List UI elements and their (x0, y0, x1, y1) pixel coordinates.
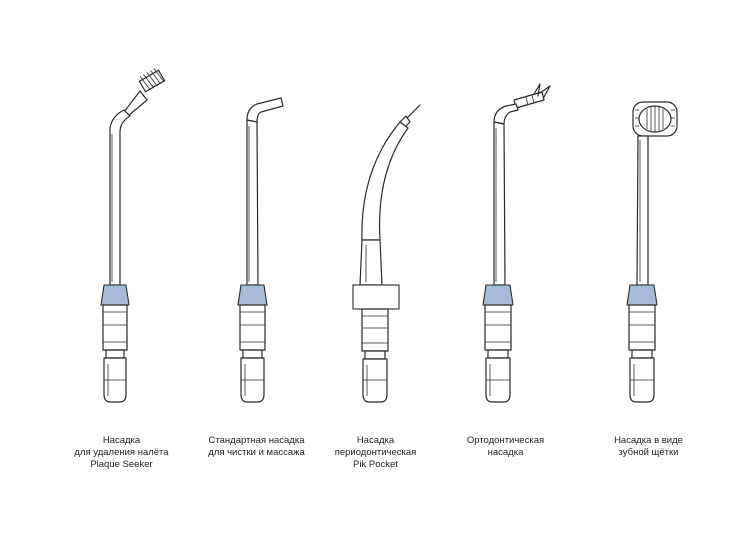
pik-pocket-tip-icon (352, 104, 421, 403)
caption-line: Насадка (356, 435, 395, 446)
caption-line: Насадка (102, 435, 141, 446)
caption-line: Насадка в виде (614, 435, 683, 446)
bristle-brush-icon (138, 68, 166, 93)
toothbrush-caption: Насадка в виде зубной щётки (573, 435, 724, 459)
caption-line: Ортодонтическая (466, 435, 545, 446)
pik-pocket-tip-drawing (300, 60, 451, 440)
caption-line: для чистки и массажа (208, 447, 305, 458)
standard-tip-icon (237, 97, 284, 403)
round-brush-head-icon (632, 101, 678, 137)
plaque-seeker-caption: Насадка для удаления налёта Plaque Seeke… (46, 435, 197, 471)
orthodontic-tip-drawing (430, 60, 581, 440)
caption-line: Pik Pocket (353, 459, 398, 470)
caption-line: для удаления налёта (74, 447, 169, 458)
caption-line: Стандартная насадка (208, 435, 305, 446)
caption-line: Plaque Seeker (90, 459, 153, 470)
toothbrush-tip-drawing (573, 60, 724, 440)
orthodontic-tip-icon (482, 83, 551, 403)
standard-tip-drawing (181, 60, 332, 440)
caption-line: насадка (487, 447, 524, 458)
toothbrush-tip-icon (626, 101, 678, 403)
standard-caption: Стандартная насадка для чистки и массажа (181, 435, 332, 459)
plaque-seeker-tip-icon (100, 68, 166, 403)
caption-line: зубной щётки (618, 447, 679, 458)
pik-pocket-caption: Насадка периодонтическая Pik Pocket (300, 435, 451, 471)
caption-line: периодонтическая (334, 447, 417, 458)
tufted-brush-icon (513, 83, 551, 109)
plaque-seeker-tip-drawing (46, 60, 197, 440)
orthodontic-caption: Ортодонтическая насадка (430, 435, 581, 459)
